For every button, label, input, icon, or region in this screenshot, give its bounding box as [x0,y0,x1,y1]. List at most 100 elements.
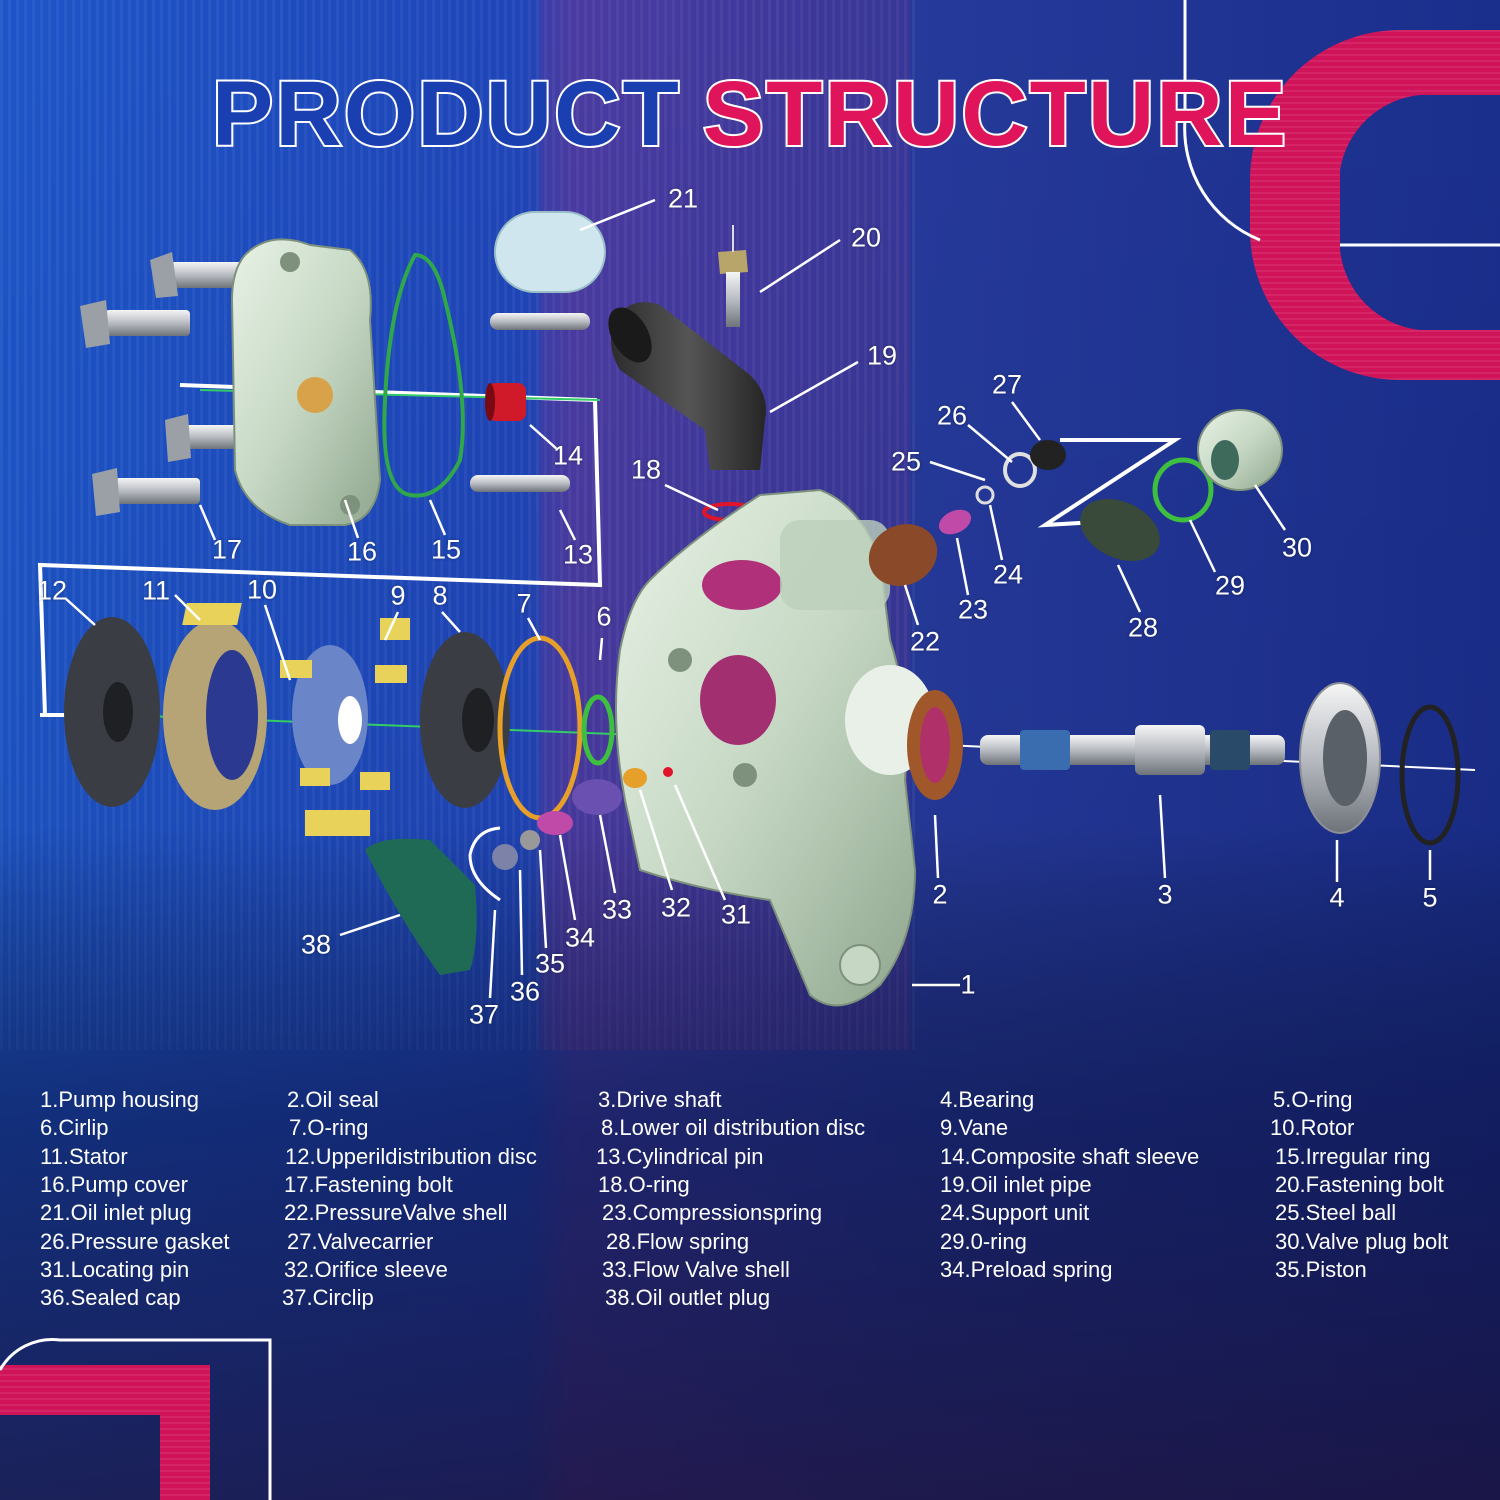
legend-item: 33.Flow Valve shell [602,1256,790,1282]
callout-32: 32 [660,892,692,923]
legend-item: 1.Pump housing [40,1087,199,1112]
preload-spring-34 [537,811,573,835]
legend-item: 17.Fastening bolt [284,1171,453,1197]
legend-item: 12.Upperildistribution disc [285,1143,537,1169]
stator-11 [163,620,267,810]
orifice-sleeve-32 [623,768,647,788]
title-word-structure: STRUCTURE [701,61,1289,167]
title-word-product: PRODUCT [210,61,681,167]
callout-24: 24 [992,559,1024,590]
callout-2: 2 [932,879,948,910]
legend-item: 5.O-ring [1273,1087,1353,1112]
sealed-cap-36 [492,844,518,870]
legend-item: 9.Vane [940,1115,1009,1141]
legend-item: 24.Support unit [940,1200,1090,1226]
legend-item: 23.Compressionspring [602,1200,823,1226]
callout-10: 10 [246,574,278,605]
legend-item: 31.Locating pin [40,1256,190,1282]
callout-23: 23 [957,594,989,625]
callout-5: 5 [1422,882,1438,913]
callout-4: 4 [1329,882,1345,913]
legend-item: 10.Rotor [1270,1115,1355,1141]
lower-oil-distribution-disc-8 [420,632,510,808]
piston-35 [520,830,540,850]
callout-30: 30 [1281,532,1313,563]
oil-seal-2 [907,690,963,800]
callout-26: 26 [936,400,968,431]
o-ring-29 [1152,457,1214,523]
callout-1: 1 [960,969,976,1000]
callout-29: 29 [1214,570,1246,601]
callout-20: 20 [850,222,882,253]
pressure-valve-shell-22 [868,524,938,586]
legend-item: 38.Oil outlet plug [605,1285,771,1311]
callout-36: 36 [509,976,541,1007]
legend-item: 28.Flow spring [606,1228,750,1254]
pressure-gasket-26 [1003,452,1037,488]
callout-15: 15 [430,534,462,565]
legend-item: 21.Oil inlet plug [40,1200,192,1226]
callout-8: 8 [432,580,448,611]
valve-plug-bolt-30 [1197,409,1283,491]
rotor-10 [292,645,368,785]
vanes-9 [182,603,410,836]
irregular-ring-15 [382,252,465,498]
flow-spring-28 [1080,499,1160,561]
drive-shaft-3 [980,725,1285,775]
o-ring-7 [497,635,583,821]
callout-21: 21 [667,183,699,214]
cylindrical-pin-13 [470,475,570,492]
pump-housing-1 [615,488,935,1007]
callout-11: 11 [141,575,171,606]
legend-item: 13.Cylindrical pin [596,1143,764,1169]
legend-item: 11.Stator [40,1143,128,1169]
callout-38: 38 [300,929,332,960]
valve-carrier-27 [1030,440,1066,470]
callout-9: 9 [390,580,406,611]
legend-item: 14.Composite shaft sleeve [940,1143,1200,1169]
legend-item: 18.O-ring [598,1171,690,1197]
compression-spring-23 [938,509,972,535]
legend-item: 2.Oil seal [287,1087,379,1112]
legend-item: 27.Valvecarrier [287,1228,434,1254]
oil-outlet-plug-38 [365,838,477,975]
support-unit-24 [975,485,995,505]
callout-14: 14 [552,440,584,471]
legend-item: 19.Oil inlet pipe [940,1171,1092,1197]
oil-inlet-pipe-19 [608,302,766,470]
callout-33: 33 [601,894,633,925]
callout-19: 19 [866,340,898,371]
callout-16: 16 [346,536,378,567]
callout-3: 3 [1157,879,1173,910]
locating-pin-31 [663,767,673,777]
callout-35: 35 [534,948,566,979]
callout-6: 6 [596,601,612,632]
callout-27: 27 [991,369,1023,400]
callout-18: 18 [630,454,662,485]
upper-distribution-disc-12 [64,617,160,807]
oil-inlet-plug-21 [494,211,606,293]
legend-item: 20.Fastening bolt [1275,1171,1444,1197]
callout-25: 25 [890,446,922,477]
cylindrical-pin [490,313,590,330]
legend-item: 26.Pressure gasket [40,1228,230,1254]
legend-item: 32.Orifice sleeve [284,1256,448,1282]
legend-item: 37.Circlip [282,1285,374,1311]
legend-item: 34.Preload spring [940,1256,1113,1282]
circlip-6 [581,694,615,766]
legend-item: 35.Piston [1275,1256,1367,1282]
legend-item: 15.Irregular ring [1275,1143,1431,1169]
leader-lines [64,198,1432,999]
legend-item: 4.Bearing [940,1087,1035,1112]
legend-item: 7.O-ring [289,1115,369,1141]
callout-28: 28 [1127,612,1159,643]
composite-shaft-sleeve-14 [485,383,526,421]
legend-item: 29.0-ring [940,1228,1027,1254]
legend-item: 6.Cirlip [40,1115,109,1141]
pump-cover-16 [230,238,382,526]
legend-item: 22.PressureValve shell [284,1200,508,1226]
o-ring-5 [1399,704,1461,846]
legend-item: 8.Lower oil distribution disc [601,1115,866,1141]
